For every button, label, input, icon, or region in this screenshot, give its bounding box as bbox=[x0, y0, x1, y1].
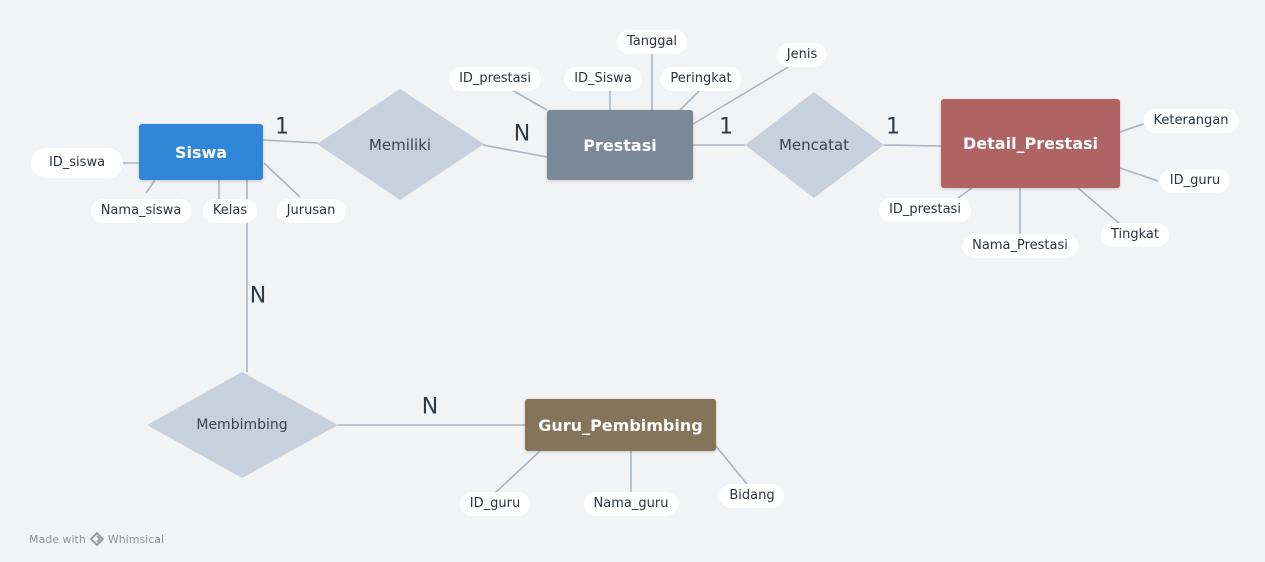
attr-detail-tingkat[interactable]: Tingkat bbox=[1100, 223, 1170, 247]
relationship-memiliki-shape[interactable] bbox=[317, 89, 484, 200]
line-siswa-namasiswa bbox=[145, 179, 156, 194]
relationship-mencatat-shape[interactable] bbox=[745, 92, 884, 198]
line-guru-bidang bbox=[714, 444, 748, 485]
cardinality-mencatat-detail: 1 bbox=[886, 114, 900, 140]
attr-detail-id-prestasi[interactable]: ID_prestasi bbox=[879, 198, 971, 222]
attr-prestasi-jenis[interactable]: Jenis bbox=[776, 43, 828, 67]
cardinality-membimbing-guru: N bbox=[421, 394, 439, 420]
relationship-memiliki-label: Memiliki bbox=[368, 136, 432, 154]
attr-siswa-nama-siswa[interactable]: Nama_siswa bbox=[90, 199, 192, 223]
line-prestasi-jenis bbox=[692, 65, 791, 125]
attr-detail-nama-prestasi[interactable]: Nama_Prestasi bbox=[962, 234, 1078, 258]
attr-prestasi-tanggal[interactable]: Tanggal bbox=[616, 30, 688, 54]
line-mencatat-detail bbox=[883, 144, 942, 147]
attr-guru-id-guru[interactable]: ID_guru bbox=[459, 492, 531, 516]
attr-prestasi-id-prestasi[interactable]: ID_prestasi bbox=[449, 67, 541, 91]
attr-siswa-jurusan[interactable]: Jurusan bbox=[276, 199, 346, 223]
attr-guru-bidang[interactable]: Bidang bbox=[719, 484, 785, 508]
cardinality-prestasi-mencatat: 1 bbox=[719, 114, 733, 140]
made-with-whimsical[interactable]: Made with Whimsical bbox=[29, 532, 164, 546]
relationship-membimbing-label: Membimbing bbox=[196, 417, 288, 433]
line-guru-idguru bbox=[494, 450, 541, 494]
cardinality-memiliki-prestasi: N bbox=[513, 121, 531, 147]
line-detail-idguru bbox=[1119, 167, 1159, 182]
attr-guru-nama-guru[interactable]: Nama_guru bbox=[583, 492, 679, 516]
line-siswa-memiliki bbox=[262, 139, 319, 144]
entity-siswa[interactable]: Siswa bbox=[139, 124, 263, 180]
attr-detail-id-guru[interactable]: ID_guru bbox=[1159, 169, 1231, 193]
entity-prestasi[interactable]: Prestasi bbox=[547, 110, 693, 180]
line-memiliki-prestasi bbox=[482, 144, 548, 158]
attr-prestasi-peringkat[interactable]: Peringkat bbox=[660, 67, 742, 91]
entity-guru-pembimbing[interactable]: Guru_Pembimbing bbox=[525, 399, 716, 451]
whimsical-brand-label: Whimsical bbox=[107, 532, 165, 546]
cardinality-siswa-memiliki: 1 bbox=[275, 114, 289, 140]
attr-siswa-id-siswa[interactable]: ID_siswa bbox=[31, 148, 123, 178]
line-detail-tingkat bbox=[1077, 187, 1121, 225]
entity-detail-prestasi[interactable]: Detail_Prestasi bbox=[941, 99, 1120, 188]
line-detail-idprestasi bbox=[957, 187, 973, 199]
cardinality-siswa-membimbing: N bbox=[249, 283, 267, 309]
made-with-label: Made with bbox=[29, 532, 86, 546]
line-prestasi-peringkat bbox=[679, 89, 701, 111]
line-siswa-jurusan bbox=[263, 162, 301, 198]
attr-siswa-kelas[interactable]: Kelas bbox=[202, 199, 258, 223]
whimsical-logo-icon bbox=[89, 532, 104, 546]
attr-prestasi-id-siswa[interactable]: ID_Siswa bbox=[564, 67, 642, 91]
relationship-mencatat-label: Mencatat bbox=[778, 136, 850, 154]
relationship-membimbing-shape[interactable] bbox=[147, 372, 338, 478]
attr-detail-keterangan[interactable]: Keterangan bbox=[1143, 109, 1239, 133]
line-prestasi-idprestasi bbox=[511, 89, 548, 111]
